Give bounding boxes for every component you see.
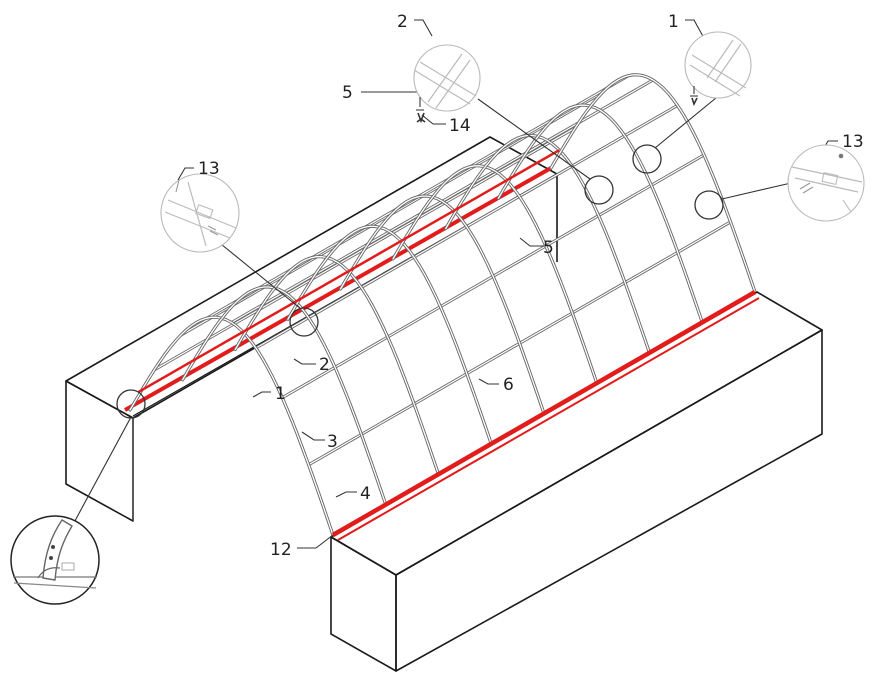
clip-fastener-icon [416, 112, 426, 124]
ridge-red-segment [505, 149, 560, 182]
callout-2-mid: 2 [319, 355, 330, 375]
marker-ridge-left [289, 307, 319, 337]
marker-right [694, 190, 724, 220]
callout-1-mid: 1 [275, 384, 286, 404]
callout-5-mid: 5 [543, 238, 554, 258]
detail-bubble-tee-joint [684, 31, 752, 107]
callout-12: 12 [270, 540, 292, 560]
callout-5-top: 5 [342, 83, 353, 103]
detail-bubble-ridge-joint [160, 173, 240, 253]
detail-bubble-base-joint [10, 515, 100, 605]
arch-frame [128, 73, 757, 537]
callout-3: 3 [327, 432, 338, 452]
right-foundation-block [330, 291, 823, 672]
callout-13-left: 13 [198, 159, 220, 179]
ridge-red-segment [190, 330, 245, 364]
arch-rib-highlight [287, 225, 492, 445]
callout-4: 4 [360, 484, 371, 504]
ridge-red-segment [348, 239, 402, 273]
callout-labels: 2 1 5 14 13 13 5 2 1 6 3 4 12 [198, 12, 864, 560]
arch-rib-highlight [497, 104, 703, 324]
arch-rib-highlight [445, 134, 651, 354]
callout-6: 6 [503, 375, 514, 395]
right-red-rail [331, 290, 760, 541]
arch-rib-highlight [550, 74, 756, 293]
arch-rib-highlight [339, 195, 545, 415]
marker-bottom-left [116, 389, 146, 419]
arch-rib-highlight [129, 316, 334, 536]
callout-2-top: 2 [397, 12, 408, 32]
callout-1-top: 1 [668, 12, 679, 32]
callout-14: 14 [449, 116, 471, 136]
detail-bubble-side-joint [787, 144, 865, 222]
callout-13-right: 13 [842, 132, 864, 152]
arch-rib-highlight [392, 165, 598, 384]
ridge-red-segment [453, 179, 508, 212]
detail-bubble-cross-joint [413, 44, 481, 124]
arch-rib-highlight [234, 256, 440, 475]
marker-top-1 [632, 144, 662, 174]
ridge-red-segment [400, 209, 455, 243]
ridge-red-segment [295, 270, 350, 303]
marker-top-2 [584, 175, 614, 205]
arch-rib-highlight [181, 286, 387, 506]
ridge-red-segment [137, 360, 192, 394]
ridge-red-segment [242, 300, 297, 333]
